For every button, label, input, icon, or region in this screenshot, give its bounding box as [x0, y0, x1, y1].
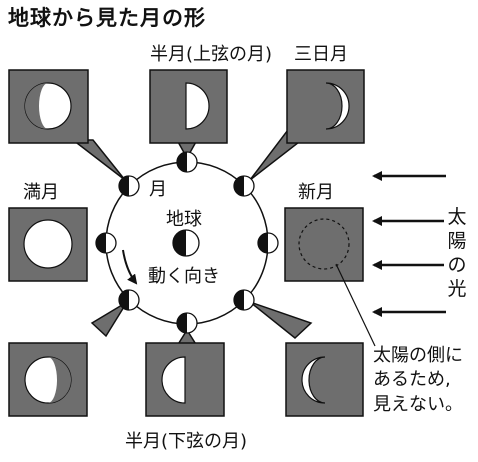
label-full-moon: 満月 — [23, 182, 59, 203]
label-moon: 月 — [149, 179, 167, 200]
orbit-moon-top-right — [233, 175, 255, 197]
label-half-moon-upper: 半月(上弦の月) — [150, 44, 273, 65]
orbit-moon-bottom-left — [118, 289, 140, 311]
orbit-moon-left — [95, 232, 117, 254]
label-half-moon-lower: 半月(下弦の月) — [125, 431, 248, 452]
orbit-moon-bottom-right — [233, 289, 255, 311]
orbit-moon-right — [257, 232, 279, 254]
note-leader-line — [335, 263, 376, 347]
panel-full-moon — [8, 207, 88, 282]
sunlight-char: 陽 — [447, 230, 467, 252]
panel-last-quarter — [145, 342, 225, 417]
sunlight-char: 光 — [447, 278, 467, 300]
direction-arrow-icon — [122, 249, 138, 285]
orbit-moon-top — [176, 151, 198, 173]
label-crescent: 三日月 — [294, 44, 348, 65]
label-new-moon: 新月 — [298, 182, 334, 203]
panel-gibbous-upper — [8, 69, 89, 144]
panel-new-moon — [284, 207, 364, 282]
note-line-1: 太陽の側に — [373, 345, 463, 366]
pointer-full-moon-upper — [70, 139, 126, 181]
sunlight-char: の — [447, 254, 467, 276]
panel-waning-crescent — [285, 342, 364, 417]
orbit-moon-bottom — [176, 312, 198, 334]
sunlight-char: 太 — [447, 206, 467, 228]
label-earth: 地球 — [166, 209, 202, 230]
label-direction: 動く向き — [148, 266, 220, 287]
pointer-lower-left — [90, 301, 128, 338]
note-line-2: あるため, — [373, 369, 451, 390]
page-title: 地球から見た月の形 — [8, 6, 206, 30]
panel-crescent — [286, 69, 365, 144]
earth-icon — [172, 229, 200, 257]
pointer-lower-right — [249, 301, 313, 339]
panel-gibbous-lower — [8, 342, 88, 417]
note-line-3: 見えない。 — [373, 394, 463, 415]
panel-first-quarter — [149, 69, 228, 144]
sunlight-label: 太 陽 の 光 — [446, 205, 468, 301]
orbit-moon-top-left — [118, 175, 140, 197]
